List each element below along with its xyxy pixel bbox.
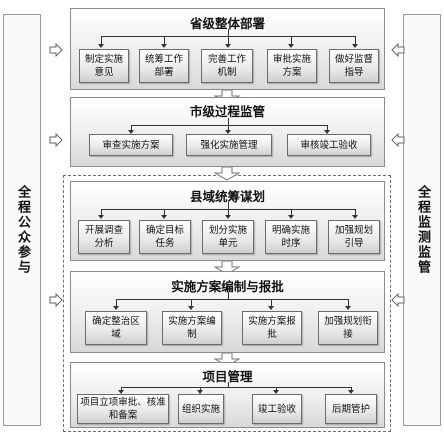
task-box: 确定整治区域 bbox=[85, 311, 147, 345]
task-box: 制定实施意见 bbox=[79, 49, 129, 83]
right-side-label: 全程监测监管 bbox=[415, 185, 430, 275]
task-box: 审核竣工验收 bbox=[287, 134, 371, 156]
stage-provincial: 省级整体部署 制定实施意见 统筹工作部署 完善工作机制 审批实施方案 做好监督指… bbox=[70, 8, 385, 90]
stage-title: 县域统筹谋划 bbox=[189, 189, 265, 204]
task-box: 强化实施管理 bbox=[186, 134, 272, 156]
stage-municipal: 市级过程监管 审查实施方案 强化实施管理 审核竣工验收 bbox=[70, 97, 385, 167]
task-box: 后期管护 bbox=[325, 394, 377, 424]
arrow-left-icon bbox=[391, 43, 405, 57]
task-box: 加强规划衔接 bbox=[318, 311, 378, 345]
stage-title: 省级整体部署 bbox=[189, 16, 265, 31]
task-box: 划分实施单元 bbox=[202, 220, 254, 254]
task-box: 统筹工作部署 bbox=[139, 49, 189, 83]
arrow-right-icon bbox=[49, 293, 63, 307]
task-box: 项目立项审批、核准和备案 bbox=[77, 394, 169, 424]
left-side-panel: 全程公众参与 bbox=[3, 14, 41, 426]
stage-title: 市级过程监管 bbox=[189, 104, 265, 119]
stage-county-planning: 县域统筹谋划 开展调查分析 确定目标任务 划分实施单元 明确实施时序 加强规划引… bbox=[70, 181, 385, 261]
task-box: 开展调查分析 bbox=[78, 220, 130, 254]
left-side-label: 全程公众参与 bbox=[15, 185, 30, 275]
task-box: 完善工作机制 bbox=[201, 49, 253, 83]
arrow-right-icon bbox=[49, 43, 63, 57]
task-box: 实施方案编制 bbox=[162, 311, 222, 345]
stage-plan-compilation: 实施方案编制与报批 确定整治区域 实施方案编制 实施方案报批 加强规划衔接 bbox=[70, 271, 385, 353]
task-box: 审批实施方案 bbox=[267, 49, 317, 83]
task-box: 做好监督指导 bbox=[329, 49, 379, 83]
right-side-panel: 全程监测监管 bbox=[403, 14, 441, 426]
task-box: 确定目标任务 bbox=[139, 220, 191, 254]
arrow-left-icon bbox=[391, 133, 405, 147]
stage-title: 项目管理 bbox=[202, 369, 253, 384]
task-box: 审查实施方案 bbox=[89, 134, 173, 156]
down-arrow-icon bbox=[214, 261, 240, 275]
stage-title: 实施方案编制与报批 bbox=[171, 279, 284, 294]
task-box: 实施方案报批 bbox=[242, 311, 302, 345]
task-box: 加强规划引导 bbox=[328, 220, 380, 254]
stage-project-management: 项目管理 项目立项审批、核准和备案 组织实施 竣工验收 后期管护 bbox=[70, 362, 385, 428]
arrow-left-icon bbox=[391, 293, 405, 307]
arrow-right-icon bbox=[49, 133, 63, 147]
down-arrow-icon bbox=[214, 167, 240, 181]
task-box: 竣工验收 bbox=[252, 394, 302, 424]
task-box: 明确实施时序 bbox=[265, 220, 317, 254]
task-box: 组织实施 bbox=[178, 394, 224, 424]
